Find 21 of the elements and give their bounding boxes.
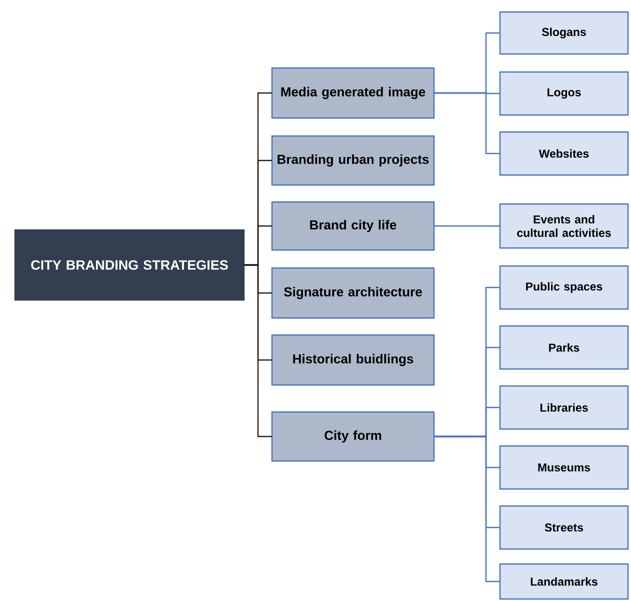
connector [434, 225, 500, 227]
category-box: Signature architecture [271, 267, 435, 319]
category-box: Branding urban projects [271, 135, 435, 186]
category-box: Media generated image [271, 67, 435, 119]
item-box: Websites [499, 131, 629, 176]
item-box: Streets [499, 505, 629, 550]
item-box: Landamarks [499, 563, 629, 600]
category-box: Historical buidlings [271, 334, 435, 386]
item-box: Logos [499, 71, 629, 116]
category-box: City form [271, 411, 435, 462]
category-box: Brand city life [271, 201, 435, 251]
item-box: Museums [499, 445, 629, 490]
item-box: Public spaces [499, 265, 629, 310]
connector [434, 92, 500, 154]
item-box: Slogans [499, 11, 629, 55]
item-box: Events and cultural activities [499, 203, 629, 249]
item-box: Parks [499, 325, 629, 370]
connector [434, 436, 500, 582]
connector [244, 264, 272, 438]
root-box: CITY BRANDING STRATEGIES [14, 229, 245, 301]
item-box: Libraries [499, 385, 629, 430]
